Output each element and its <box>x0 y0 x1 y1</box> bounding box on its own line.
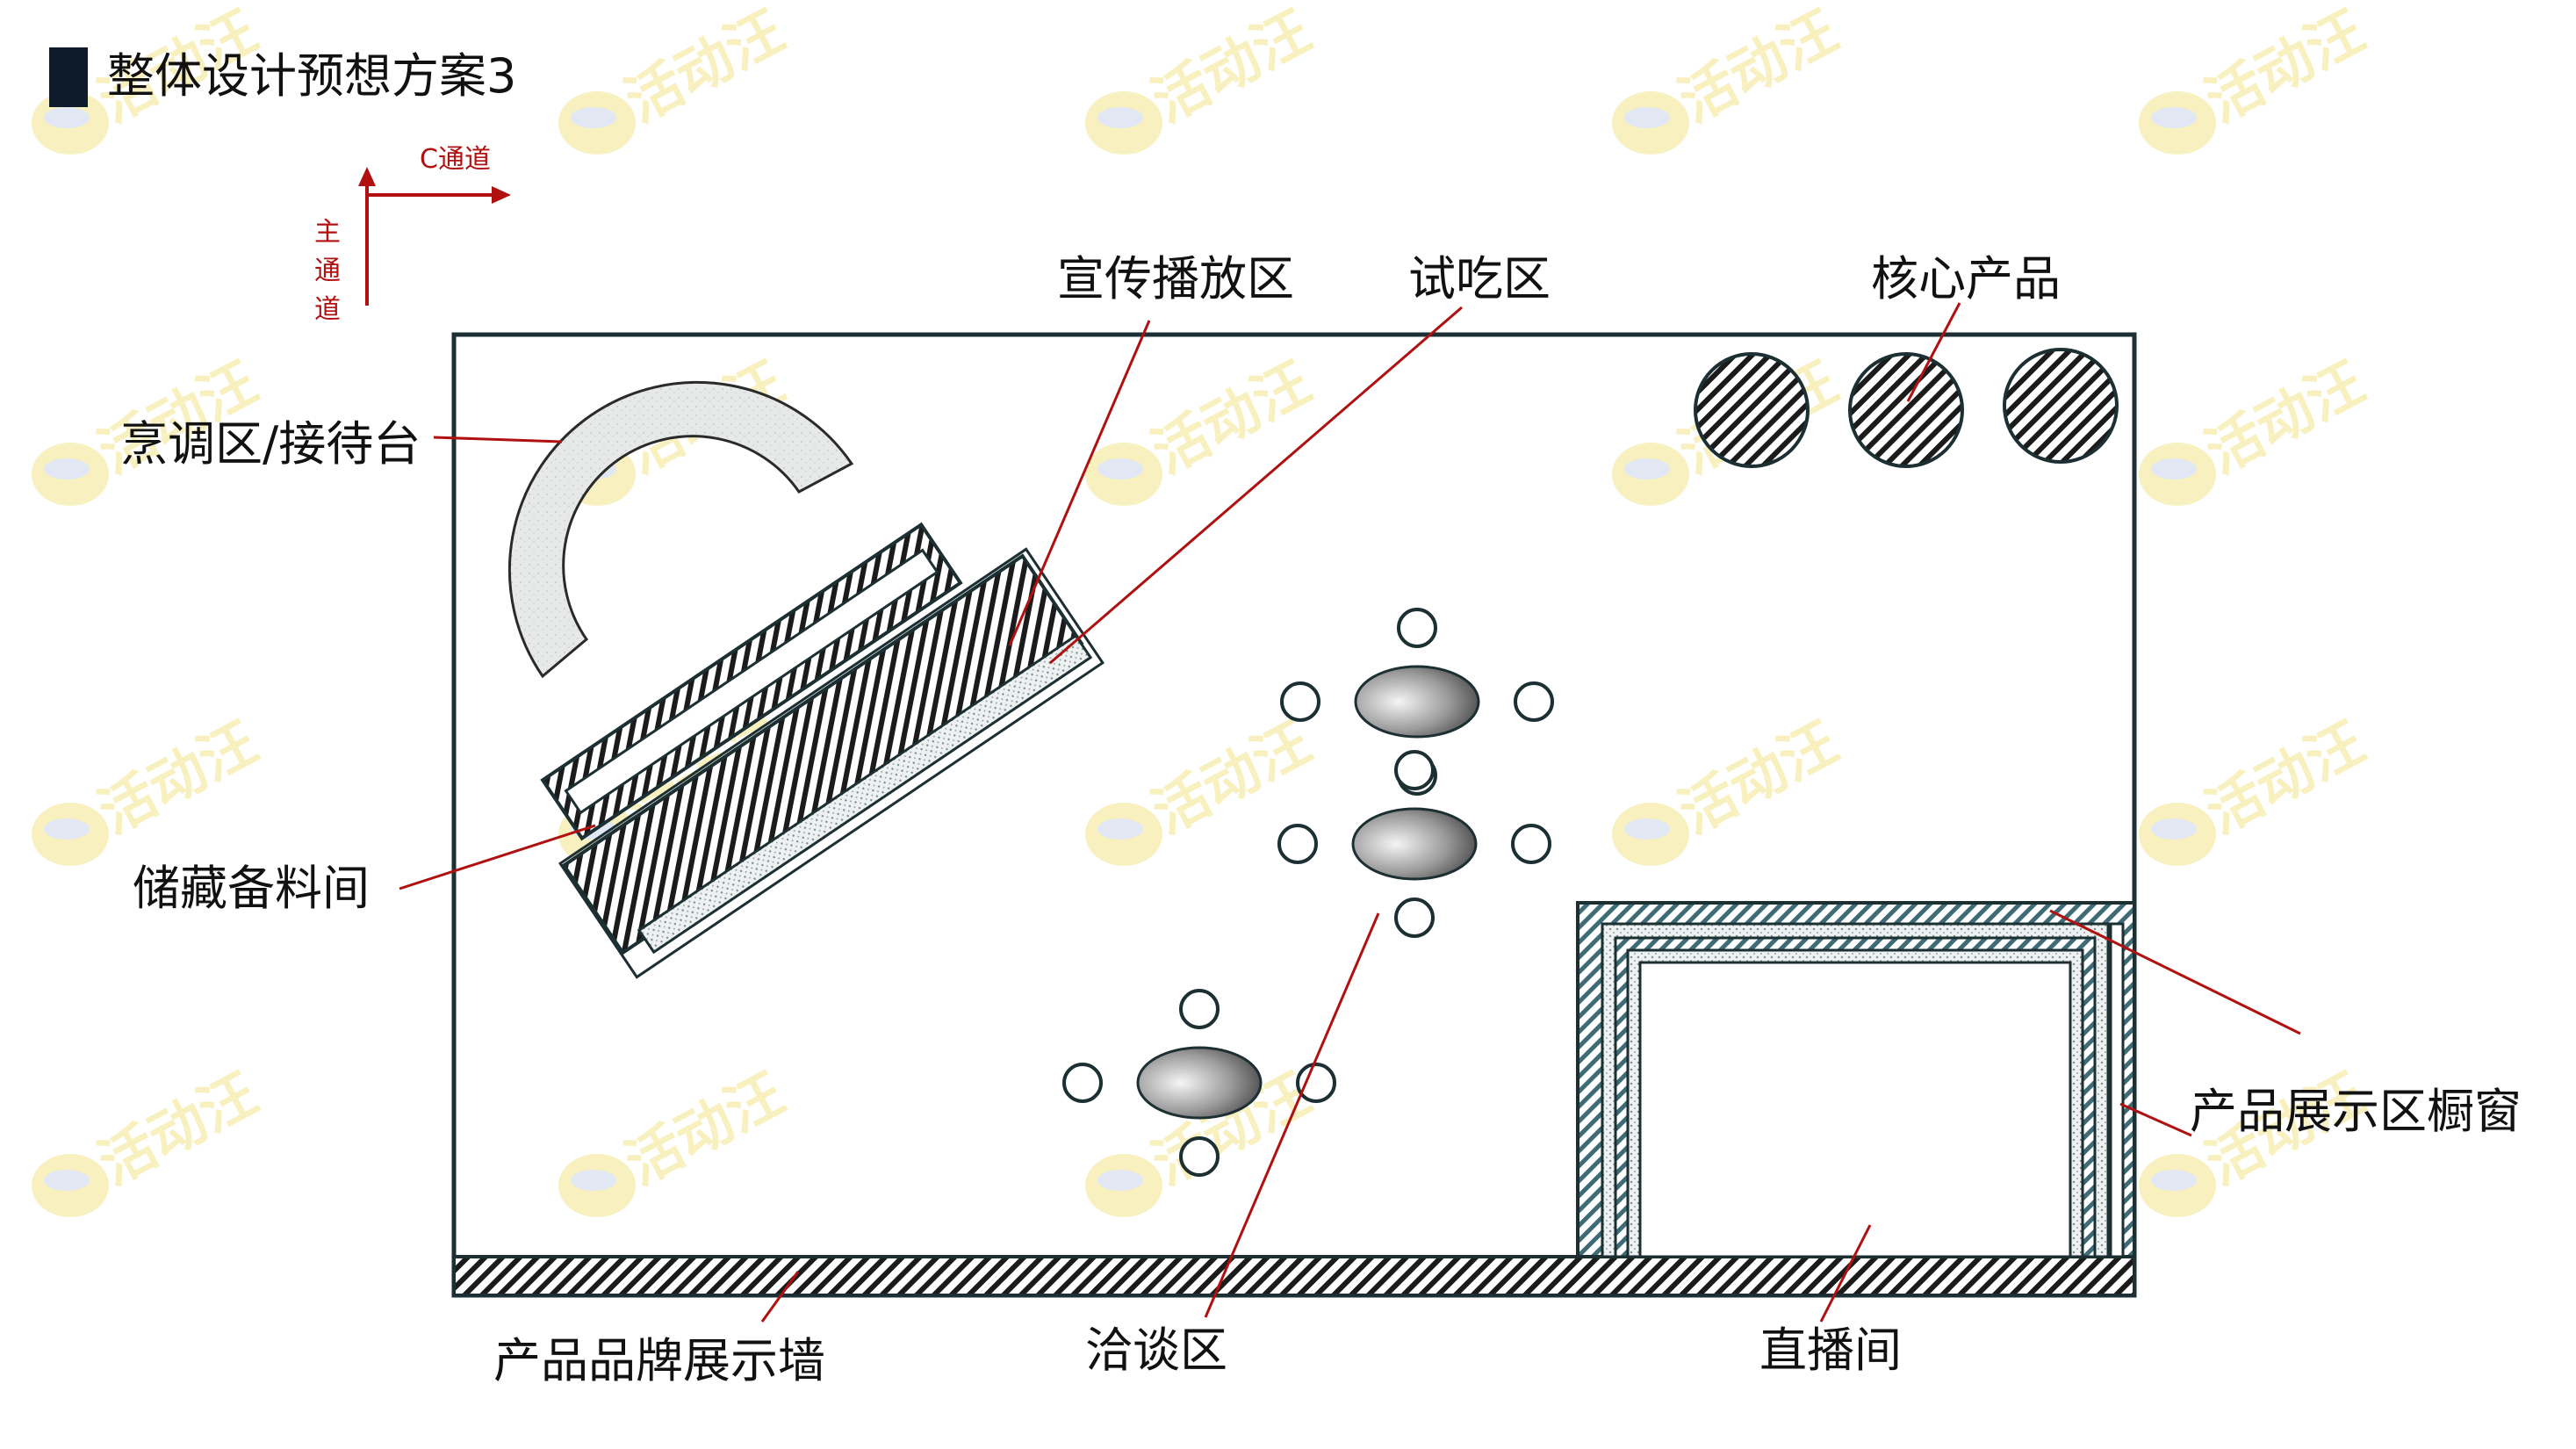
reception-counter <box>507 380 854 679</box>
chair <box>1296 1063 1336 1103</box>
c-channel-arrowhead <box>492 186 511 204</box>
chair <box>1179 989 1220 1029</box>
storage-outline <box>558 547 1105 979</box>
chair <box>1179 1136 1220 1177</box>
watermark-stamp: 活动汪 <box>2139 0 2375 155</box>
reception-zone-label: 烹调区/接待台 <box>120 416 421 472</box>
chair <box>1514 681 1554 722</box>
watermark-stamp: 活动汪 <box>32 1062 268 1217</box>
chair <box>1397 608 1437 648</box>
watermark-stamp: 活动汪 <box>1085 350 1321 506</box>
main-channel-arrowhead <box>358 167 376 186</box>
negotiation-table-set <box>1062 989 1336 1177</box>
c-channel-label: C通道 <box>420 144 491 175</box>
svg-text:活动汪: 活动汪 <box>2196 710 2375 847</box>
watermark-stamp: 活动汪 <box>1612 710 1848 866</box>
table-top <box>1354 665 1480 739</box>
svg-text:活动汪: 活动汪 <box>1669 710 1848 847</box>
leader-lines <box>399 302 2301 1323</box>
promo-play-zone-label: 宣传播放区 <box>1057 251 1294 306</box>
svg-text:活动汪: 活动汪 <box>89 1062 268 1198</box>
watermark-stamp: 活动汪 <box>1612 0 1848 155</box>
svg-text:活动汪: 活动汪 <box>1669 0 1848 135</box>
svg-text:活动汪: 活动汪 <box>1142 0 1321 135</box>
watermark-stamp: 活动汪 <box>558 1062 795 1217</box>
showcase-window-label: 产品展示区橱窗 <box>2190 1084 2522 1139</box>
negotiation-tables <box>1062 608 1554 1177</box>
watermark-stamp: 活动汪 <box>2139 350 2375 506</box>
tasting-zone-label: 试吃区 <box>1408 251 1551 306</box>
brand-wall <box>452 1255 2136 1297</box>
svg-text:活动汪: 活动汪 <box>1142 350 1321 487</box>
chair <box>1511 824 1551 864</box>
live-room-structure <box>1576 901 2136 1258</box>
svg-text:活动汪: 活动汪 <box>89 710 268 847</box>
svg-text:活动汪: 活动汪 <box>2196 350 2375 487</box>
svg-text:活动汪: 活动汪 <box>2196 0 2375 135</box>
watermark-stamp: 活动汪 <box>32 710 268 866</box>
brand-wall-label: 产品品牌展示墙 <box>493 1333 825 1388</box>
table-top <box>1136 1046 1263 1120</box>
live-room-label: 直播间 <box>1759 1323 1902 1378</box>
watermark-stamp: 活动汪 <box>2139 710 2375 866</box>
storage-room-label: 储藏备料间 <box>133 861 370 916</box>
chair <box>1062 1063 1103 1103</box>
showcase-window-glass <box>2109 922 2125 1258</box>
page-title: 整体设计预想方案3 <box>107 48 517 104</box>
chair <box>1394 750 1435 790</box>
title-accent-bar <box>49 47 88 107</box>
watermark-stamp: 活动汪 <box>558 0 795 155</box>
table-top <box>1351 807 1478 881</box>
tasting-strip <box>637 633 1093 955</box>
chair <box>1277 824 1318 864</box>
core-product-pedestal <box>1848 352 1964 468</box>
negotiation-table-set <box>1277 750 1551 938</box>
core-products-label: 核心产品 <box>1871 251 2061 306</box>
watermark-stamp: 活动汪 <box>1085 0 1321 155</box>
main-channel-label: 主 通 道 <box>314 217 341 325</box>
direction-indicator <box>358 167 511 306</box>
negotiation-zone-label: 洽谈区 <box>1085 1323 1227 1378</box>
core-product-pedestal <box>2003 348 2119 464</box>
svg-text:活动汪: 活动汪 <box>615 1062 795 1198</box>
core-product-pedestal <box>1694 352 1810 468</box>
svg-text:活动汪: 活动汪 <box>615 0 795 135</box>
promo-play-structure <box>540 522 963 841</box>
chair <box>1394 898 1435 938</box>
chair <box>1280 681 1320 722</box>
